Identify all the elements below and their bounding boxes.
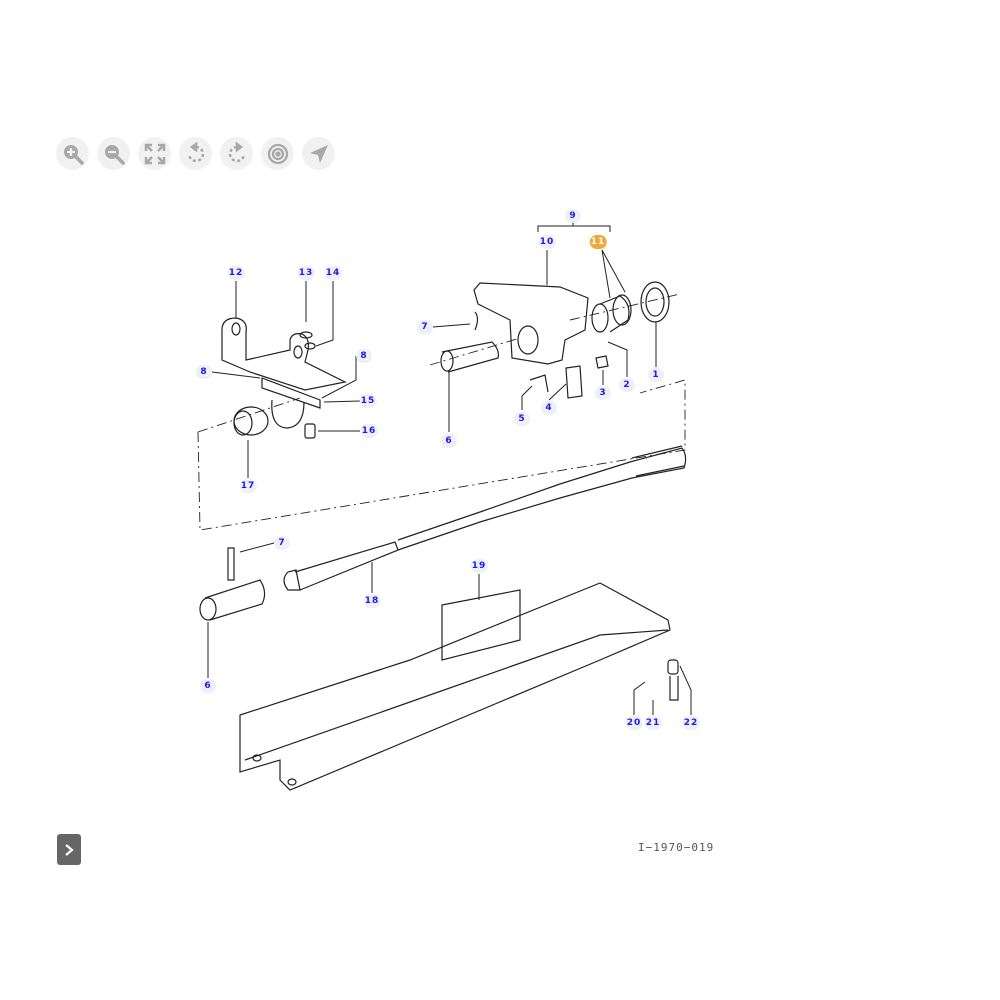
rotate-left-icon [187, 141, 204, 162]
expand-icon [144, 143, 165, 164]
callout-4[interactable]: 4 [541, 401, 557, 415]
zoom-out-icon [104, 144, 125, 165]
rotate-right-icon [228, 141, 245, 162]
housing [440, 281, 670, 399]
navigate-arrow-icon [309, 144, 328, 163]
leader-lines [207, 222, 692, 715]
callout-1[interactable]: 1 [648, 368, 664, 382]
callout-20[interactable]: 20 [625, 716, 643, 730]
chevron-right-icon [65, 843, 74, 856]
next-button[interactable] [57, 834, 81, 865]
callout-22[interactable]: 22 [682, 716, 700, 730]
callout-9[interactable]: 9 [565, 209, 581, 223]
callout-7[interactable]: 7 [417, 320, 433, 334]
callout-11[interactable]: 11 [589, 235, 607, 249]
sleeve [199, 547, 266, 621]
callout-8[interactable]: 8 [196, 365, 212, 379]
callout-17[interactable]: 17 [239, 479, 257, 493]
callout-8[interactable]: 8 [356, 349, 372, 363]
callout-2[interactable]: 2 [619, 378, 635, 392]
callout-6[interactable]: 6 [200, 679, 216, 693]
center-button[interactable] [261, 137, 294, 170]
zoom-in-button[interactable] [56, 137, 89, 170]
bracket [221, 317, 347, 439]
callout-18[interactable]: 18 [363, 594, 381, 608]
callout-3[interactable]: 3 [595, 386, 611, 400]
rotate-right-button[interactable] [220, 137, 253, 170]
callout-14[interactable]: 14 [324, 266, 342, 280]
callout-5[interactable]: 5 [514, 412, 530, 426]
drawing-code: I−1970−019 [638, 841, 715, 854]
callout-13[interactable]: 13 [297, 266, 315, 280]
viewer-toolbar [56, 137, 335, 170]
fit-screen-button[interactable] [138, 137, 171, 170]
target-icon [267, 143, 288, 164]
navigate-button[interactable] [302, 137, 335, 170]
zoom-in-icon [63, 144, 84, 165]
callout-6[interactable]: 6 [441, 434, 457, 448]
channel-guard [239, 582, 679, 791]
callout-7[interactable]: 7 [274, 536, 290, 550]
callout-19[interactable]: 19 [470, 559, 488, 573]
callout-10[interactable]: 10 [538, 235, 556, 249]
callout-12[interactable]: 12 [227, 266, 245, 280]
callout-16[interactable]: 16 [360, 424, 378, 438]
callout-21[interactable]: 21 [644, 716, 662, 730]
assembly-outline [197, 293, 686, 531]
zoom-out-button[interactable] [97, 137, 130, 170]
rotate-left-button[interactable] [179, 137, 212, 170]
shaft [283, 445, 687, 591]
callout-15[interactable]: 15 [359, 394, 377, 408]
